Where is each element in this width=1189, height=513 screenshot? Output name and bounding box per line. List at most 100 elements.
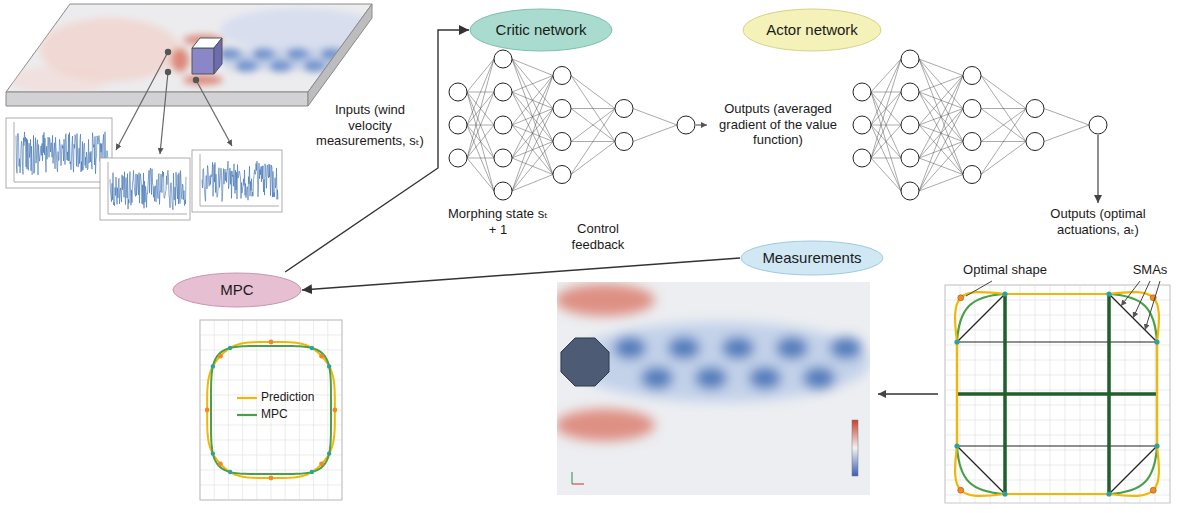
wake-vortex <box>776 337 808 359</box>
net-weight <box>512 142 553 192</box>
curve-dot <box>228 470 232 474</box>
legend-text: Prediction <box>261 390 314 404</box>
legend-sample <box>237 397 257 399</box>
ellipse-shape <box>741 241 883 275</box>
ellipse-node: Actor network <box>742 8 882 52</box>
cube-side <box>214 38 222 74</box>
net-weight <box>919 76 963 159</box>
slab-front <box>6 92 308 106</box>
net-weight <box>919 59 963 142</box>
net-weight <box>467 92 494 191</box>
grid-line <box>200 380 342 381</box>
grid-line <box>945 375 1170 376</box>
truss-member <box>957 341 1157 342</box>
net-weight <box>512 76 553 126</box>
actor-net-drawing <box>853 50 1107 200</box>
plot-axis <box>108 214 187 215</box>
net-neuron <box>677 116 695 134</box>
net-weight <box>571 142 615 175</box>
net-weight <box>981 108 1026 109</box>
net-weight <box>871 158 901 159</box>
actuator-dot <box>958 487 964 493</box>
mpc-shape-plot <box>200 320 342 500</box>
grid-line <box>945 465 1170 466</box>
net-weight <box>512 76 553 159</box>
node-title: Actor network <box>766 21 858 39</box>
plot-axis <box>14 182 109 183</box>
pressure-patch <box>557 284 655 316</box>
time-series-plot <box>100 158 190 220</box>
net-weight <box>467 59 494 125</box>
net-weight <box>512 59 553 109</box>
net-weight <box>981 109 1026 142</box>
probe-leader <box>160 72 168 154</box>
flow-connector <box>285 30 469 272</box>
wake-vortex <box>614 337 646 359</box>
net-weight <box>919 109 963 192</box>
net-weight <box>871 92 901 158</box>
annotation-label: Outputs (optimal actuations, aₜ) <box>1018 206 1178 237</box>
velocity-signal <box>202 161 278 201</box>
net-neuron <box>494 182 512 200</box>
net-weight <box>919 142 963 192</box>
net-weight <box>512 76 553 192</box>
actuator-dot <box>958 295 964 301</box>
curve-dot <box>211 451 215 455</box>
net-neuron <box>553 67 571 85</box>
net-weight <box>467 92 494 158</box>
current-shape <box>957 294 1157 494</box>
curve-dot <box>327 451 331 455</box>
optimal-shape <box>955 292 1159 496</box>
joint-dot <box>954 443 959 448</box>
net-weight <box>871 125 901 158</box>
grid-line <box>200 365 342 366</box>
net-neuron <box>449 149 467 167</box>
cfd-snapshot <box>555 282 870 495</box>
net-neuron <box>1026 100 1044 118</box>
net-neuron <box>553 133 571 151</box>
net-weight <box>871 59 901 125</box>
net-weight <box>512 59 553 142</box>
node-title: MPC <box>220 281 253 299</box>
sma-frame-drawing <box>945 281 1170 503</box>
ellipse-node: MPC <box>172 272 302 308</box>
wake-vortex <box>830 337 862 359</box>
curve-dot <box>218 461 223 466</box>
edge-label: Morphing state sₜ + 1 <box>448 206 548 237</box>
net-neuron <box>1089 116 1107 134</box>
net-weight <box>467 158 494 191</box>
net-weight <box>871 59 901 92</box>
net-neuron <box>901 116 919 134</box>
net-weight <box>1044 125 1089 142</box>
net-weight <box>467 59 494 158</box>
grid-line <box>945 405 1170 406</box>
net-weight <box>571 109 615 142</box>
axis-triad <box>572 472 573 484</box>
probe-dot <box>165 69 171 75</box>
joint-dot <box>1154 443 1159 448</box>
net-weight <box>871 125 901 191</box>
joint-dot <box>954 339 959 344</box>
net-weight <box>512 76 553 93</box>
legend-text: MPC <box>261 407 288 421</box>
plot-frame <box>192 150 282 212</box>
mpc-curve <box>211 346 331 474</box>
net-neuron <box>963 100 981 118</box>
net-weight <box>467 158 494 159</box>
wake-vortex <box>338 60 360 72</box>
net-neuron <box>615 133 633 151</box>
plot-frame <box>100 158 190 220</box>
wake-vortex <box>749 367 781 389</box>
plot-frame <box>200 320 342 500</box>
net-weight <box>919 76 963 126</box>
net-neuron <box>901 149 919 167</box>
truss-member <box>1109 446 1157 494</box>
joint-dot <box>1154 339 1159 344</box>
curve-dot <box>269 340 274 345</box>
grid-line <box>945 420 1170 421</box>
axis-triad <box>572 484 584 485</box>
net-neuron <box>901 50 919 68</box>
net-weight <box>467 125 494 158</box>
